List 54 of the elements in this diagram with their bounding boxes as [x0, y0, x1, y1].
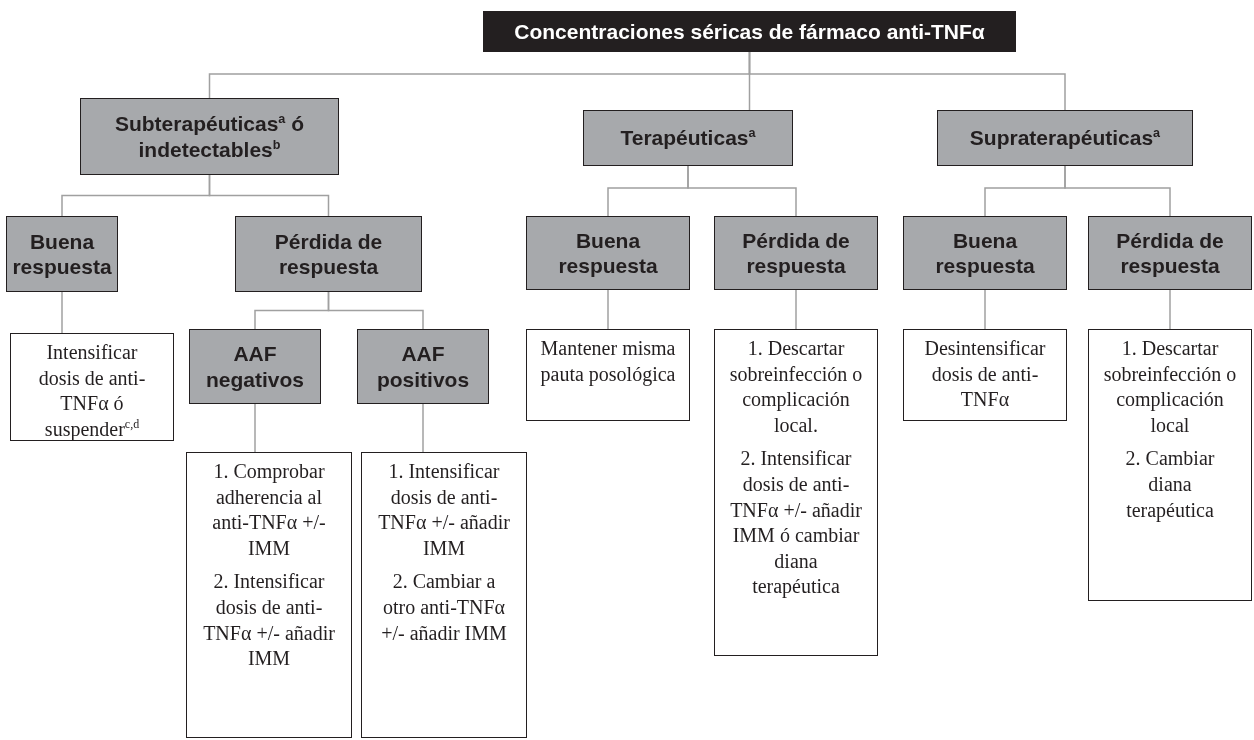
category-box [80, 98, 339, 175]
category-box [6, 216, 118, 292]
connector-line [1169, 289, 1171, 330]
action-text: 2. Cambiar a otro anti-TNFα +/- añadir IMM [380, 569, 508, 646]
action-text: Desintensificar dosis de anti-TNFα [923, 336, 1047, 413]
category-box [526, 216, 690, 290]
connector-line [607, 289, 609, 330]
category-box [583, 110, 793, 166]
category-label: Pérdida de respuesta [741, 227, 851, 279]
action-box [186, 452, 352, 738]
category-label: Pérdida de respuesta [1115, 227, 1225, 279]
connector-line [795, 289, 797, 330]
connector-line [1064, 165, 1171, 217]
action-text: 2. Intensificar dosis de anti-TNFα +/- añadir IMM [202, 569, 336, 672]
category-box [235, 216, 422, 292]
category-label: Buena respuesta [557, 227, 659, 279]
connector-line [254, 403, 256, 453]
action-box [903, 329, 1067, 421]
action-text: 2. Cambiar diana terapéutica [1124, 446, 1216, 524]
category-label: Terapéuticas$^{a}$ [620, 125, 756, 151]
action-box [714, 329, 878, 656]
category-label: Buena respuesta [12, 228, 112, 280]
title-box [483, 11, 1016, 52]
category-label: AAF negativos [205, 341, 305, 392]
connector-line [748, 51, 1066, 111]
connector-line [422, 403, 424, 453]
action-text: 2. Intensificar dosis de anti-TNFα +/- añadir IMM ó cambiar diana terapéutica [729, 446, 863, 600]
action-text: Mantener misma pauta posológica [540, 336, 676, 388]
category-box [1088, 216, 1252, 290]
category-box [903, 216, 1067, 290]
action-text: 1. Descartar sobreinfección o complicación local [1102, 336, 1238, 438]
action-box [526, 329, 690, 421]
action-box [10, 333, 174, 441]
category-label: AAF positivos [375, 341, 471, 392]
category-label: Buena respuesta [934, 227, 1036, 279]
action-text: 1. Comprobar adherencia al anti-TNFα +/- IMM [211, 459, 327, 561]
action-text: Intensificar dosis de anti-TNFα ó suspender$^{c,d}$ [37, 340, 147, 442]
category-box [714, 216, 878, 290]
category-label: Subterapéuticas$^{a}$ ó indetectables$^{b}$ [113, 111, 306, 162]
category-box [937, 110, 1193, 166]
action-box [361, 452, 527, 738]
node-label: Concentraciones séricas de fármaco anti-TNFα [514, 19, 985, 44]
category-label: Pérdida de respuesta [273, 228, 384, 280]
action-box [1088, 329, 1252, 601]
category-box [357, 329, 489, 404]
connector-line [984, 289, 986, 330]
connector-line [208, 174, 330, 217]
action-text: 1. Intensificar dosis de anti-TNFα +/- añadir IMM [377, 459, 511, 561]
action-text: 1. Descartar sobreinfección o complicación local. [728, 336, 864, 438]
connector-line [687, 165, 797, 217]
connector-line [61, 291, 63, 334]
connector-line [327, 291, 424, 330]
category-label: Supraterapéuticas$^{a}$ [969, 125, 1161, 151]
category-box [189, 329, 321, 404]
